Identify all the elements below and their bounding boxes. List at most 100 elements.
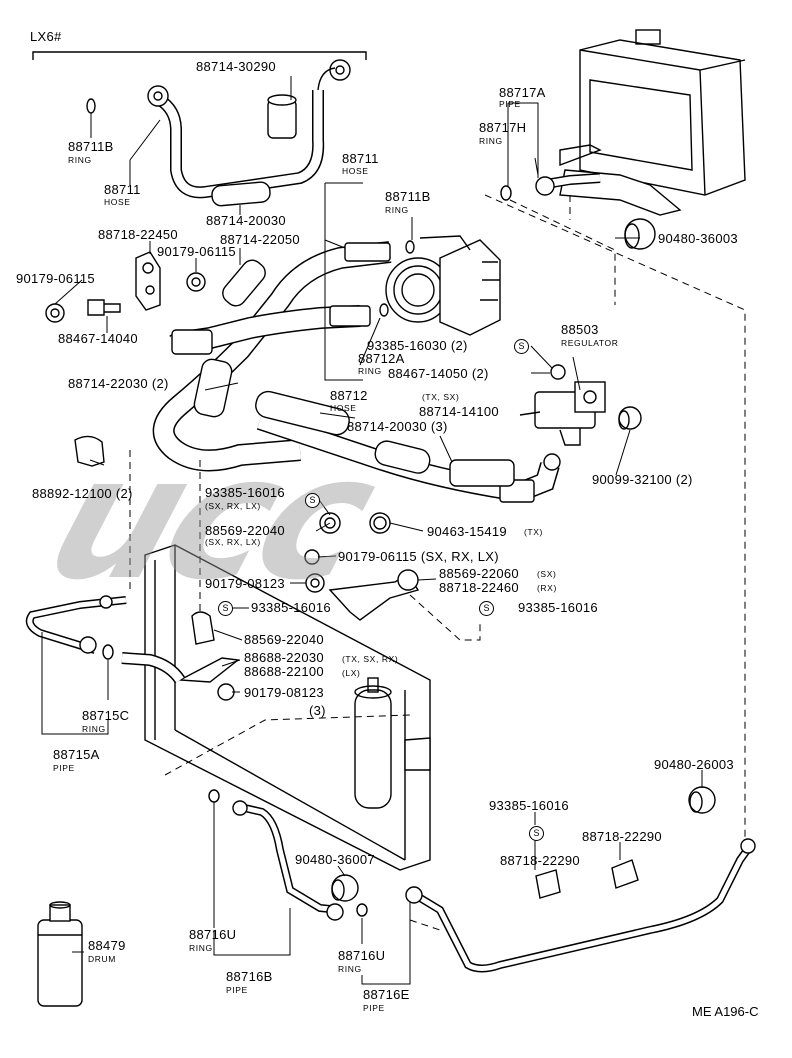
grommet-36003 [624,218,656,250]
fitting-14040 [87,299,121,316]
nut-06115-a [45,303,65,323]
sleeve-20030-low [374,440,431,474]
label-88715a-pipe-sub: PIPE [53,763,75,773]
label-88715c-ring: 88715C [82,708,130,723]
label-88467-14050: 88467-14050 (2) [388,366,489,381]
clamp-22290-a [535,869,561,899]
bracket-22060 [328,573,420,621]
label-88712-hose: 88712 [330,388,368,403]
label-88711-hose-mid: 88711 [342,151,379,166]
label-88716u-ring-a-sub: RING [189,943,213,953]
label-88717a-pipe-sub: PIPE [499,99,521,109]
evaporator-unit [559,29,746,216]
ring-88712a [379,303,389,317]
label-93385-16016-d: 93385-16016 [489,798,569,813]
label-88479-drum-sub: DRUM [88,954,116,964]
label-88718-22290-b: 88718-22290 [582,829,662,844]
label-88715c-ring-sub: RING [82,724,106,734]
s-mark-16016-c: S [479,601,494,616]
lx6-bracket [32,51,367,60]
label-90480-36003: 90480-36003 [658,231,738,246]
label-88714-20030-top: 88714-20030 [206,213,286,228]
label-88712-hose-sub: HOSE [330,403,357,413]
receiver-dryer [354,677,431,809]
label-90480-36007: 90480-36007 [295,852,375,867]
label-88711b-ring-mid-sub: RING [385,205,409,215]
label-90179-06115-a: 90179-06115 [16,271,95,286]
label-88711b-ring-top: 88711B [68,139,114,154]
label-88716b-pipe-sub: PIPE [226,985,248,995]
label-93385-16016-a: 93385-16016 [205,485,285,500]
label-88716b-pipe: 88716B [226,969,273,984]
label-88569-22040-b: 88569-22040 [244,632,324,647]
bracket-22450 [135,251,161,311]
label-88716e-pipe-sub: PIPE [363,1003,385,1013]
label-88712a-ring: 88712A [358,351,405,366]
hose-end-left [171,329,213,355]
label-88503-regulator: 88503 [561,322,599,337]
ring-88711b-top [86,98,96,114]
label-88711-hose-top-sub: HOSE [104,197,131,207]
label-90463-15419: 90463-15419 [427,524,507,539]
label-90099-32100: 90099-32100 (2) [592,472,693,487]
label-88711b-ring-top-sub: RING [68,155,92,165]
label-88467-14040: 88467-14040 [58,331,138,346]
compressor [385,235,501,336]
label-88503-regulator-sub: REGULATOR [561,338,619,348]
grommet-36007 [331,874,359,902]
nut-06115-b [186,272,206,292]
label-88716u-ring-b: 88716U [338,948,386,963]
ring-88711b-mid [405,240,415,254]
label-88718-22450: 88718-22450 [98,227,178,242]
label-88569-22040-a: 88569-22040 [205,523,285,538]
label-88714-22030: 88714-22030 (2) [68,376,169,391]
label-90463-15419-sub: (TX) [524,527,543,537]
bracket-22030 [177,657,240,683]
clamp-12100 [74,435,105,467]
sleeve-22050 [222,259,266,307]
lx-hose-nut-left [147,85,169,107]
label-88717h-ring-sub: RING [479,136,503,146]
sleeve-14100 [449,459,515,487]
nut-08123-b [217,683,235,701]
s-mark-16030: S [514,339,529,354]
label-88479-drum: 88479 [88,938,126,953]
label-93385-16016-b: 93385-16016 [251,600,331,615]
label-88892-12100: 88892-12100 (2) [32,486,133,501]
label-88688-22030-sub: (TX, SX, RX) [342,654,399,664]
label-88716e-pipe: 88716E [363,987,410,1002]
label-88714-30290: 88714-30290 [196,59,276,74]
header-variant-label: LX6# [30,29,62,44]
ring-88715c [102,644,114,660]
label-90179-08123-a: 90179-08123 [205,576,285,591]
label-txsx: (TX, SX) [422,392,460,402]
label-88716u-ring-a: 88716U [189,927,237,942]
label-88711-hose-top: 88711 [104,182,141,197]
label-88569-22060: 88569-22060 [439,566,519,581]
drum-88479 [37,901,83,1007]
label-93385-16030: 93385-16030 (2) [367,338,468,353]
s-mark-16016-d: S [529,826,544,841]
label-88688-22100: 88688-22100 [244,664,324,679]
label-88715a-pipe: 88715A [53,747,100,762]
regulator-88503 [519,381,606,446]
label-88569-22040-a-sub: (SX, RX, LX) [205,537,261,547]
label-88714-14100: 88714-14100 [419,404,499,419]
sleeve-20030-mid [255,390,350,436]
ring-88716u-b [356,903,368,917]
label-88716u-ring-b-sub: RING [338,964,362,974]
label-93385-16016-c: 93385-16016 [518,600,598,615]
label-88569-22060-sub: (SX) [537,569,557,579]
label-88717a-pipe: 88717A [499,85,546,100]
label-88714-22050: 88714-22050 [220,232,300,247]
hose-end-88712 [329,305,371,327]
label-88688-22030: 88688-22030 [244,650,324,665]
clamp-22290-b [611,859,639,889]
label-90179-06115-c: 90179-06115 (SX, RX, LX) [338,549,499,564]
plug-14050 [550,364,566,380]
hose-end-88711 [344,242,391,262]
ring-88716u-a [208,789,220,803]
label-90179-08123-b: 90179-08123 [244,685,324,700]
label-88718-22290-a: 88718-22290 [500,853,580,868]
